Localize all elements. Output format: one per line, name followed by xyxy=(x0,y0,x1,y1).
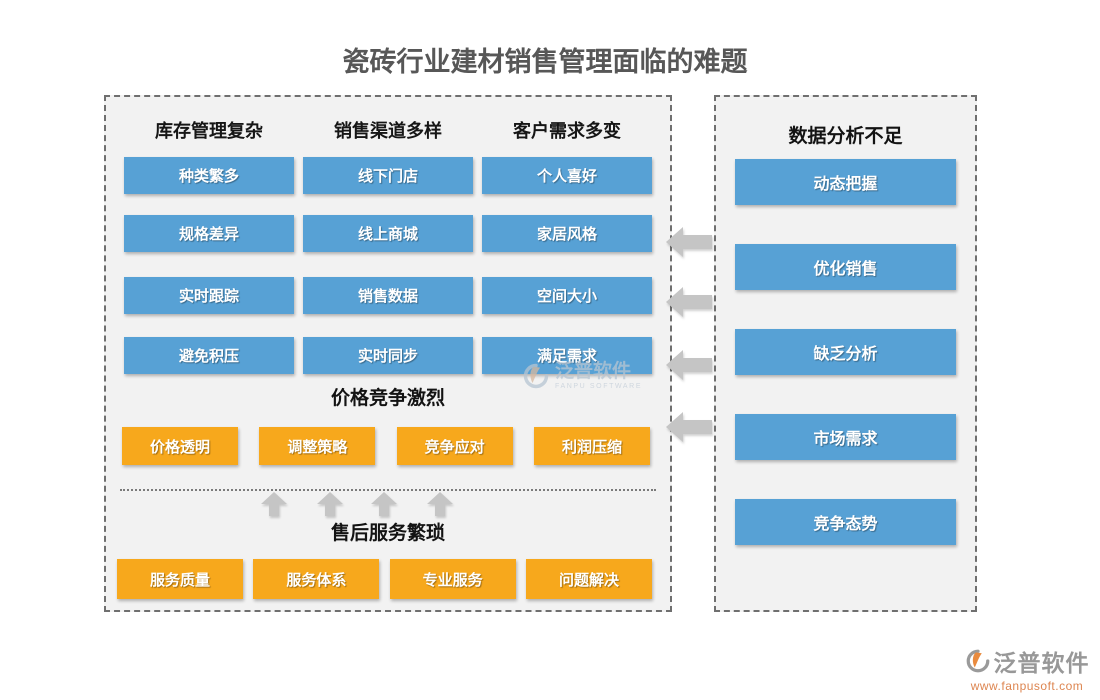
orange-tag: 利润压缩 xyxy=(533,427,650,465)
watermark: 泛普软件 FANPU SOFTWARE xyxy=(522,362,642,390)
orange-tag: 服务质量 xyxy=(117,559,243,599)
orange-tag: 调整策略 xyxy=(259,427,376,465)
challenges-panel: 库存管理复杂 销售渠道多样 客户需求多变 种类繁多 线下门店 个人喜好 规格差异… xyxy=(104,95,672,612)
fanpu-logo-icon xyxy=(966,649,989,673)
column-header-customers: 客户需求多变 xyxy=(513,121,621,141)
blue-tag: 满足需求 xyxy=(482,337,652,374)
up-arrow-icon xyxy=(317,492,343,516)
blue-tag: 优化销售 xyxy=(735,244,956,290)
blue-tag: 种类繁多 xyxy=(124,157,294,194)
blue-tag: 缺乏分析 xyxy=(735,329,956,375)
blue-tag: 市场需求 xyxy=(735,414,956,460)
column-header-channels: 销售渠道多样 xyxy=(334,121,442,141)
column-headers: 库存管理复杂 销售渠道多样 客户需求多变 xyxy=(124,117,652,143)
left-arrow-icon xyxy=(666,350,712,380)
orange-tag: 问题解决 xyxy=(525,559,652,599)
left-arrow-icon xyxy=(666,227,712,257)
blue-tag: 个人喜好 xyxy=(482,157,652,194)
blue-tag: 线下门店 xyxy=(303,157,473,194)
blue-tag: 线上商城 xyxy=(303,215,473,252)
orange-tag: 竞争应对 xyxy=(396,427,513,465)
analysis-tag-list: 动态把握 优化销售 缺乏分析 市场需求 竞争态势 xyxy=(735,159,956,545)
blue-tag: 家居风格 xyxy=(482,215,652,252)
blue-tag: 避免积压 xyxy=(124,337,294,374)
blue-tag: 实时跟踪 xyxy=(124,277,294,314)
left-arrow-icon xyxy=(666,412,712,442)
up-arrow-icon xyxy=(261,492,287,516)
watermark-text: 泛普软件 FANPU SOFTWARE xyxy=(555,361,643,391)
blue-tag: 规格差异 xyxy=(124,215,294,252)
up-arrow-icon xyxy=(371,492,397,516)
footer-website-url: www.fanpusoft.com xyxy=(970,679,1084,693)
up-arrow-icon xyxy=(427,492,453,516)
footer-brand-name: 泛普软件 xyxy=(993,650,1090,676)
footer-brand-row: 泛普软件 xyxy=(952,644,1100,678)
blue-tag: 动态把握 xyxy=(735,159,956,205)
panel-header-analysis: 数据分析不足 xyxy=(788,126,903,147)
column-header-inventory: 库存管理复杂 xyxy=(155,121,263,141)
orange-tag: 价格透明 xyxy=(122,427,238,465)
section-header-service: 售后服务繁琐 xyxy=(330,523,445,544)
price-tag-row: 价格透明 调整策略 竞争应对 利润压缩 xyxy=(122,427,650,465)
section-header-price: 价格竞争激烈 xyxy=(330,388,445,409)
tag-row: 规格差异 线上商城 家居风格 xyxy=(124,215,652,252)
tag-row: 实时跟踪 销售数据 空间大小 xyxy=(124,277,652,314)
service-tag-row: 服务质量 服务体系 专业服务 问题解决 xyxy=(117,559,652,599)
blue-tag: 实时同步 xyxy=(303,337,473,374)
tag-row: 种类繁多 线下门店 个人喜好 xyxy=(124,157,652,194)
blue-tag: 空间大小 xyxy=(482,277,652,314)
dotted-divider xyxy=(120,489,656,491)
blue-tag: 销售数据 xyxy=(303,277,473,314)
page-title: 瓷砖行业建材销售管理面临的难题 xyxy=(342,47,748,77)
watermark-brand-name: 泛普软件 xyxy=(555,361,632,382)
fanpu-logo-icon xyxy=(523,363,549,389)
left-arrow-icon xyxy=(666,287,712,317)
footer-logo: 泛普软件 www.fanpusoft.com xyxy=(952,644,1100,693)
blue-tag: 竞争态势 xyxy=(735,499,956,545)
orange-tag: 服务体系 xyxy=(253,559,380,599)
orange-tag: 专业服务 xyxy=(389,559,516,599)
tag-row: 避免积压 实时同步 满足需求 xyxy=(124,337,652,374)
analysis-panel: 数据分析不足 动态把握 优化销售 缺乏分析 市场需求 竞争态势 xyxy=(714,95,977,612)
watermark-brand-subtext: FANPU SOFTWARE xyxy=(555,383,643,390)
